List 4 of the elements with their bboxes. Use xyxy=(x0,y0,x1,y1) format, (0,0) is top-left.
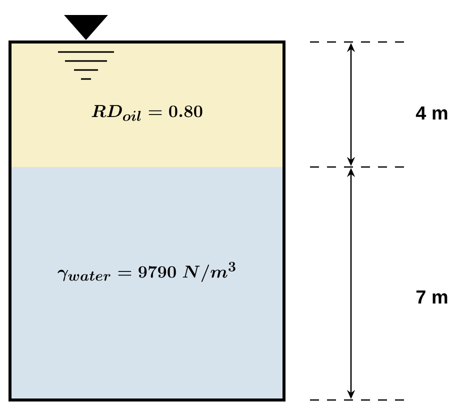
water-layer: $\gamma_{water} = 9790\ N/m^{3}$ xyxy=(10,167,284,400)
dimension-label: 4 m xyxy=(416,106,448,120)
dimension-label: 7 m xyxy=(416,290,448,304)
oil-layer: $RD_{oil} = 0.80$ xyxy=(10,42,284,167)
